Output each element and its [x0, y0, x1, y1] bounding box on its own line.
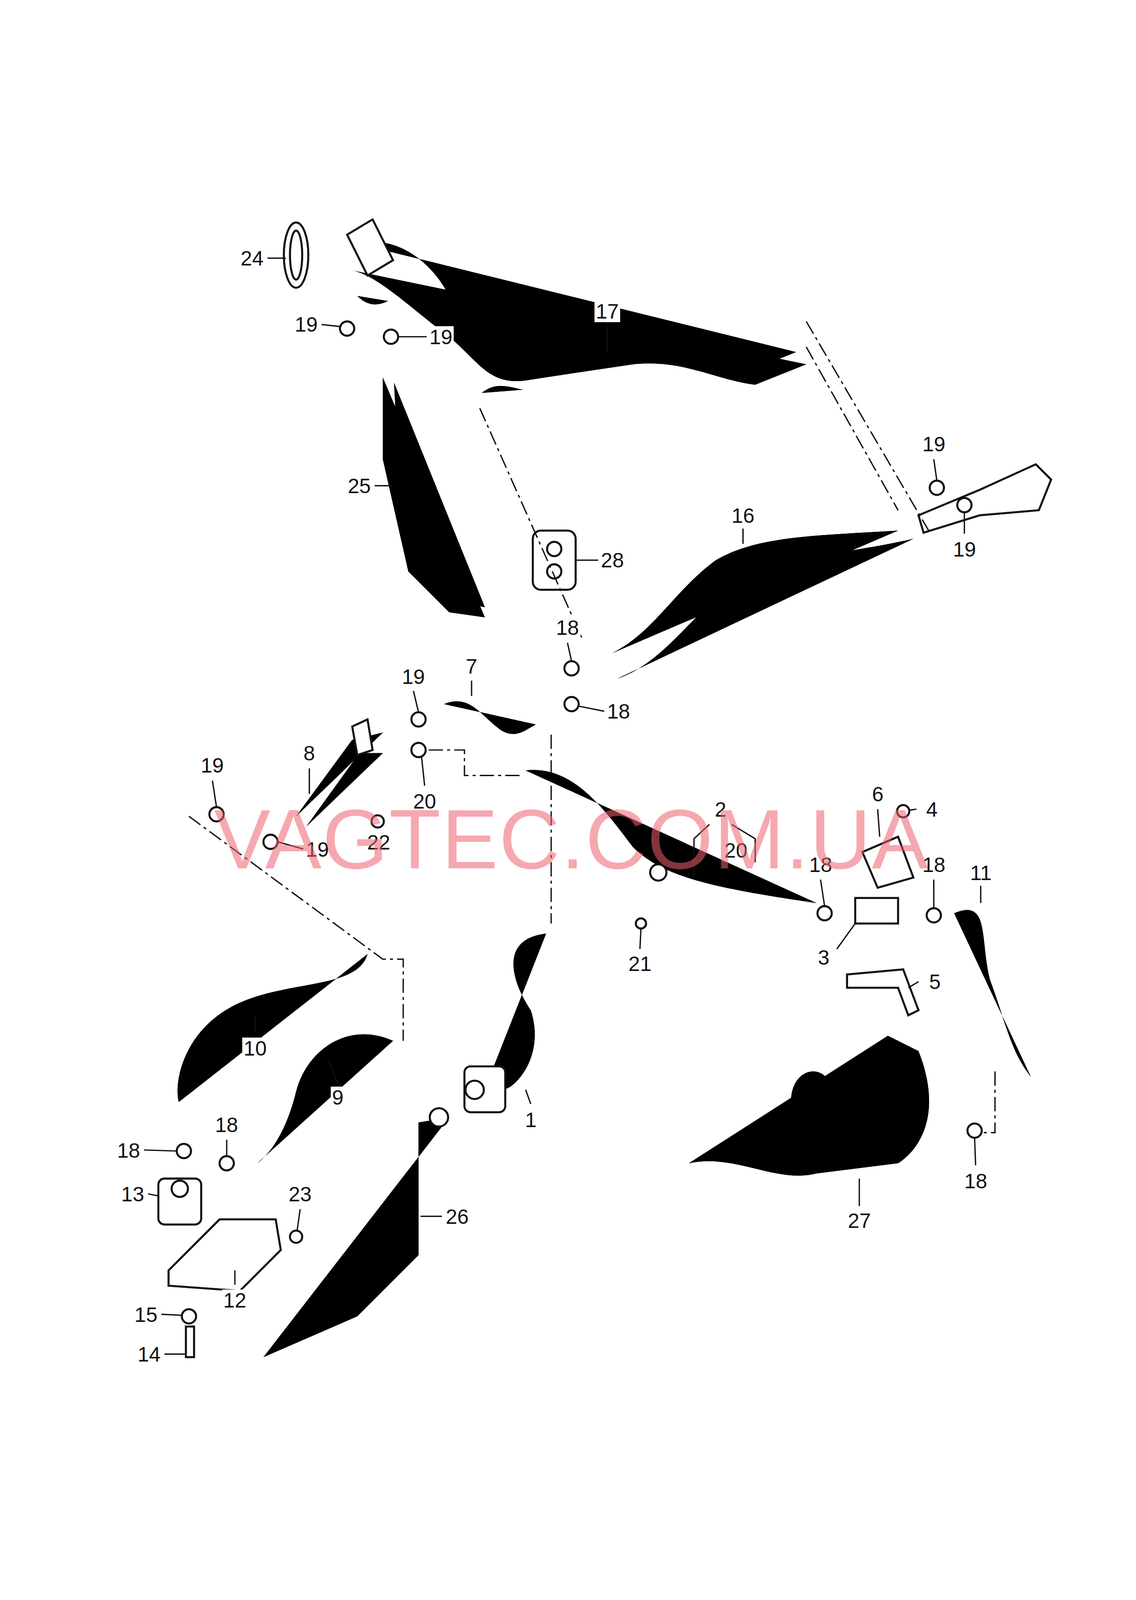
callout-number: 9	[330, 1086, 346, 1109]
callout-number: 18	[605, 700, 632, 723]
callout-number: 10	[242, 1037, 269, 1060]
callout-number: 13	[119, 1183, 146, 1205]
callout-number: 14	[136, 1343, 162, 1365]
callout-number: 19	[293, 313, 319, 336]
callout-number: 27	[846, 1209, 873, 1232]
callout-number: 1	[523, 1109, 539, 1131]
callout-number: 28	[599, 549, 626, 571]
callout-number: 12	[221, 1289, 248, 1312]
callout-number: 21	[627, 952, 653, 975]
callout-number: 19	[920, 433, 947, 455]
callout-number: 11	[968, 862, 993, 884]
callout-number: 19	[400, 665, 427, 688]
callout-number: 19	[951, 538, 978, 561]
callout-number: 19	[427, 326, 454, 348]
callout-number: 19	[199, 754, 225, 777]
callout-number: 7	[464, 655, 479, 678]
callout-number: 3	[816, 946, 831, 969]
callout-number: 16	[730, 504, 756, 527]
callout-number: 17	[594, 300, 620, 323]
callout-number: 23	[287, 1183, 313, 1205]
callout-number: 26	[444, 1205, 471, 1228]
callout-number: 18	[115, 1139, 142, 1162]
callout-number: 25	[346, 475, 373, 497]
callout-number: 18	[213, 1113, 240, 1136]
callout-number: 24	[239, 247, 265, 270]
watermark: VAGTEC.COM.UA	[214, 796, 930, 882]
callout-number: 18	[554, 616, 581, 639]
callout-number: 18	[962, 1170, 989, 1192]
callout-number: 5	[927, 970, 943, 993]
callout-number: 15	[133, 1303, 159, 1326]
callout-number: 8	[302, 742, 317, 764]
